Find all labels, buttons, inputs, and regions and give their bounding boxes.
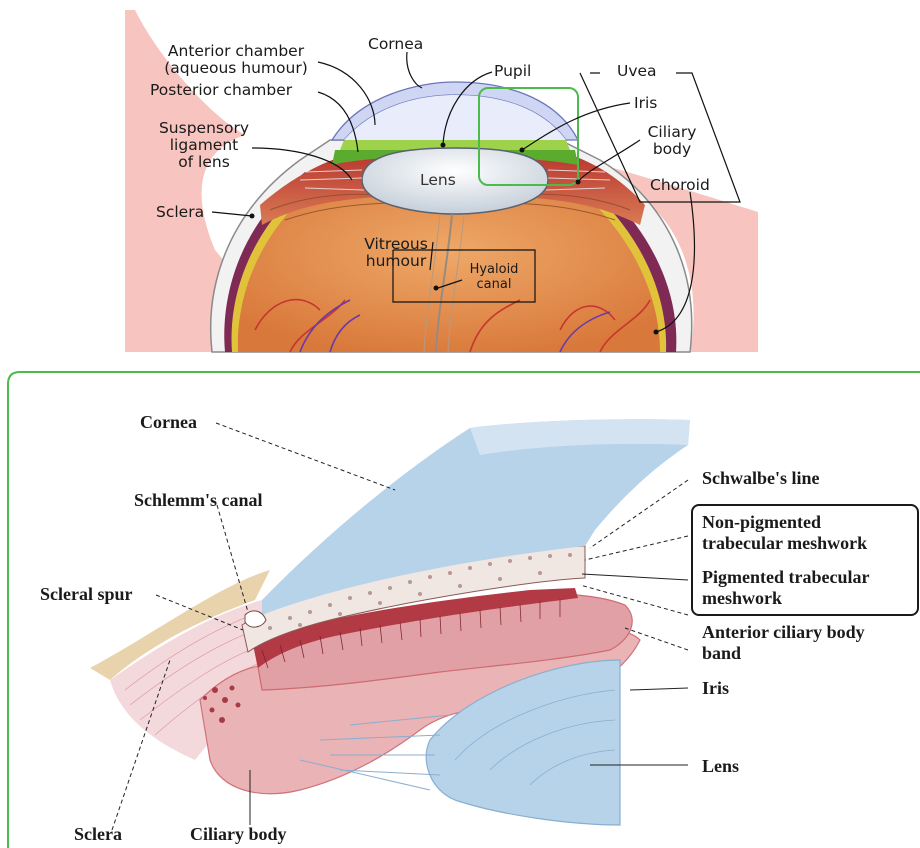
label-cornea-detail: Cornea xyxy=(140,412,197,433)
label-schlemms-canal: Schlemm's canal xyxy=(134,490,263,511)
label-anterior-ciliary-band: Anterior ciliary body band xyxy=(702,622,865,664)
label-anterior-chamber-line1: Anterior chamber xyxy=(152,43,320,60)
label-hyaloid-line2: canal xyxy=(462,277,526,292)
label-schwalbes-line: Schwalbe's line xyxy=(702,468,820,489)
label-ciliary-line2: body xyxy=(640,141,704,158)
label-hyaloid-line1: Hyaloid xyxy=(462,262,526,277)
label-suspensory-line3: of lens xyxy=(146,154,262,171)
label-vitreous-line1: Vitreous xyxy=(356,236,436,253)
label-vitreous-line2: humour xyxy=(356,253,436,270)
label-sclera-top: Sclera xyxy=(156,204,204,221)
label-suspensory-ligament: Suspensory ligament of lens xyxy=(146,120,262,171)
label-pigmented-meshwork: Pigmented trabecular meshwork xyxy=(702,567,869,609)
label-non-pigmented-line2: trabecular meshwork xyxy=(702,533,867,554)
label-ciliary-body-detail: Ciliary body xyxy=(190,824,287,845)
label-hyaloid-canal: Hyaloid canal xyxy=(462,262,526,292)
label-ciliary-line1: Ciliary xyxy=(640,124,704,141)
label-cornea: Cornea xyxy=(368,36,423,53)
label-ciliary-body-top: Ciliary body xyxy=(640,124,704,158)
label-anterior-ciliary-line2: band xyxy=(702,643,865,664)
label-choroid: Choroid xyxy=(650,177,710,194)
label-non-pigmented-line1: Non-pigmented xyxy=(702,512,867,533)
label-iris-top: Iris xyxy=(634,95,657,112)
label-non-pigmented-meshwork: Non-pigmented trabecular meshwork xyxy=(702,512,867,554)
label-sclera-detail: Sclera xyxy=(74,824,122,845)
label-suspensory-line1: Suspensory xyxy=(146,120,262,137)
label-suspensory-line2: ligament xyxy=(146,137,262,154)
label-anterior-chamber: Anterior chamber (aqueous humour) xyxy=(152,43,320,77)
label-lens-top: Lens xyxy=(420,172,456,189)
label-uvea: Uvea xyxy=(617,63,657,80)
label-anterior-chamber-line2: (aqueous humour) xyxy=(152,60,320,77)
label-lens-detail: Lens xyxy=(702,756,739,777)
label-vitreous-humour: Vitreous humour xyxy=(356,236,436,270)
label-scleral-spur: Scleral spur xyxy=(40,584,133,605)
label-pigmented-line1: Pigmented trabecular xyxy=(702,567,869,588)
label-pupil: Pupil xyxy=(494,63,531,80)
label-posterior-chamber: Posterior chamber xyxy=(150,82,292,99)
label-iris-detail: Iris xyxy=(702,678,729,699)
label-anterior-ciliary-line1: Anterior ciliary body xyxy=(702,622,865,643)
label-pigmented-line2: meshwork xyxy=(702,588,869,609)
